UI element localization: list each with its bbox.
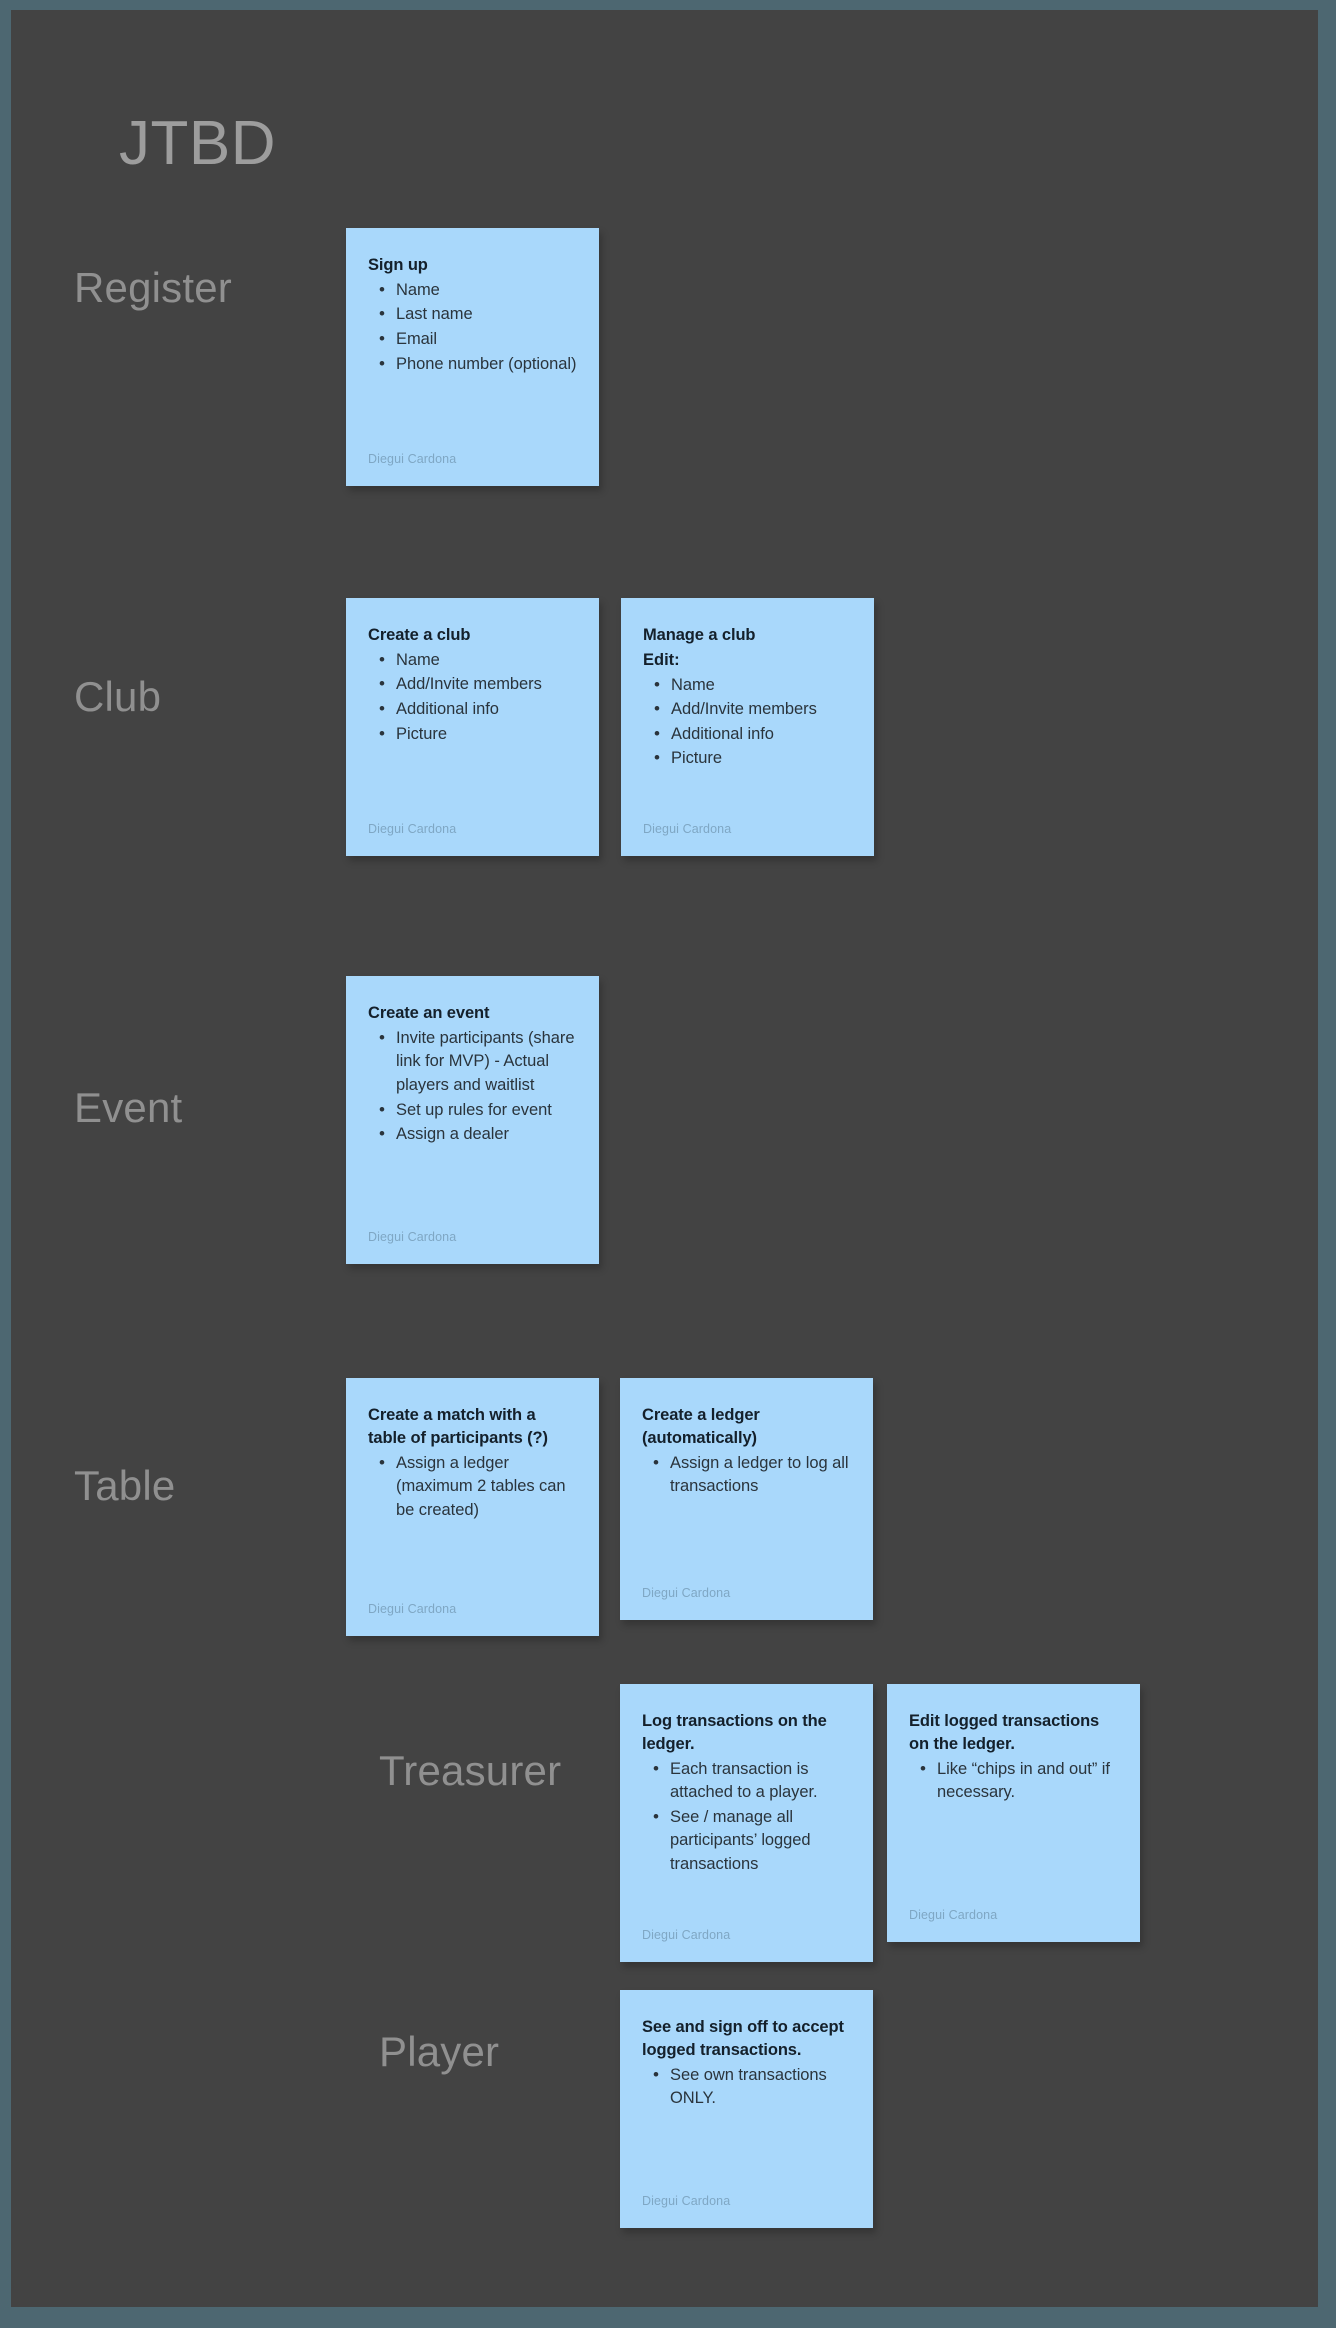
card-author: Diegui Cardona [368, 822, 457, 836]
row-label-event: Event [74, 1084, 183, 1131]
list-item: Email [379, 327, 577, 352]
list-item: See / manage all participants’ logged tr… [653, 1805, 851, 1877]
list-item: Picture [379, 722, 577, 747]
list-item: Add/Invite members [379, 672, 577, 697]
card-bullet-list: Like “chips in and out” if necessary. [909, 1757, 1118, 1805]
list-item: Each transaction is attached to a player… [653, 1757, 851, 1805]
list-item: See own transactions ONLY. [653, 2063, 851, 2111]
card-manage-a-club[interactable]: Manage a club Edit: Name Add/Invite memb… [621, 598, 874, 856]
row-label-player: Player [379, 2028, 500, 2075]
card-bullet-list: Invite participants (share link for MVP)… [368, 1026, 577, 1147]
card-author: Diegui Cardona [643, 822, 732, 836]
card-create-an-event[interactable]: Create an event Invite participants (sha… [346, 976, 599, 1264]
card-title: Sign up [368, 256, 428, 274]
card-author: Diegui Cardona [642, 1928, 731, 1942]
card-create-a-match[interactable]: Create a match with a table of participa… [346, 1378, 599, 1636]
card-author: Diegui Cardona [642, 1586, 731, 1600]
row-label-register: Register [74, 264, 232, 311]
row-label-club: Club [74, 673, 162, 720]
list-item: Phone number (optional) [379, 352, 577, 377]
card-create-a-club[interactable]: Create a club Name Add/Invite members Ad… [346, 598, 599, 856]
list-item: Invite participants (share link for MVP)… [379, 1026, 577, 1098]
card-bullet-list: Name Add/Invite members Additional info … [643, 673, 852, 771]
card-bullet-list: See own transactions ONLY. [642, 2063, 851, 2111]
list-item: Name [379, 278, 577, 303]
card-title: Create a match with a table of participa… [368, 1406, 548, 1447]
card-author: Diegui Cardona [368, 1230, 457, 1244]
list-item: Like “chips in and out” if necessary. [920, 1757, 1118, 1805]
page-title: JTBD [119, 108, 276, 178]
board-canvas[interactable]: JTBD Register Club Event Table Treasurer… [11, 10, 1318, 2307]
card-title: Create an event [368, 1004, 490, 1022]
list-item: Last name [379, 302, 577, 327]
list-item: Additional info [379, 697, 577, 722]
card-title: Edit logged transactions on the ledger. [909, 1712, 1100, 1753]
card-sign-up[interactable]: Sign up Name Last name Email Phone numbe… [346, 228, 599, 486]
card-author: Diegui Cardona [642, 2194, 731, 2208]
card-log-transactions[interactable]: Log transactions on the ledger. Each tra… [620, 1684, 873, 1962]
list-item: Picture [654, 746, 852, 771]
list-item: Name [379, 648, 577, 673]
card-bullet-list: Name Last name Email Phone number (optio… [368, 278, 577, 377]
card-see-and-sign-off[interactable]: See and sign off to accept logged transa… [620, 1990, 873, 2228]
card-author: Diegui Cardona [368, 452, 457, 466]
card-edit-logged-transactions[interactable]: Edit logged transactions on the ledger. … [887, 1684, 1140, 1942]
row-label-table: Table [74, 1462, 176, 1509]
card-title: Create a club [368, 626, 471, 644]
card-title: Create a ledger (automatically) [642, 1406, 760, 1447]
card-bullet-list: Name Add/Invite members Additional info … [368, 648, 577, 747]
list-item: Name [654, 673, 852, 698]
list-item: Add/Invite members [654, 697, 852, 722]
card-author: Diegui Cardona [909, 1908, 998, 1922]
card-create-a-ledger[interactable]: Create a ledger (automatically) Assign a… [620, 1378, 873, 1620]
card-subtitle: Edit: [643, 650, 680, 669]
list-item: Assign a ledger to log all transactions [653, 1451, 851, 1499]
card-title: Manage a club [643, 626, 756, 644]
card-author: Diegui Cardona [368, 1602, 457, 1616]
card-title: See and sign off to accept logged transa… [642, 2018, 844, 2059]
list-item: Additional info [654, 722, 852, 747]
card-bullet-list: Assign a ledger (maximum 2 tables can be… [368, 1451, 577, 1523]
card-bullet-list: Each transaction is attached to a player… [642, 1757, 851, 1877]
card-title: Log transactions on the ledger. [642, 1712, 827, 1753]
row-label-treasurer: Treasurer [379, 1747, 562, 1794]
card-bullet-list: Assign a ledger to log all transactions [642, 1451, 851, 1499]
list-item: Assign a dealer [379, 1122, 577, 1147]
list-item: Set up rules for event [379, 1098, 577, 1123]
list-item: Assign a ledger (maximum 2 tables can be… [379, 1451, 577, 1523]
